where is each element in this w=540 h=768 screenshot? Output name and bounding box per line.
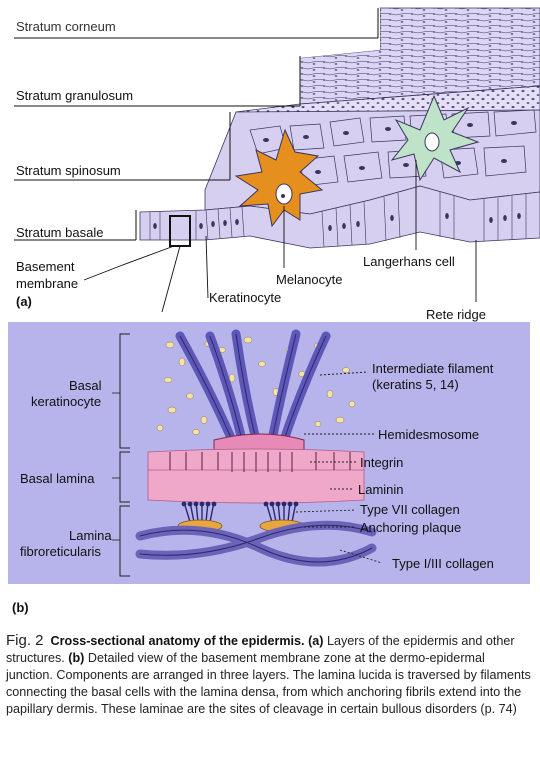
- type-i-iii-collagen-label: Type I/III collagen: [392, 556, 494, 571]
- lamina-fibroreticularis-label-2: fibroreticularis: [20, 544, 101, 559]
- langerhans-cell-label: Langerhans cell: [363, 254, 455, 269]
- rete-ridge-label: Rete ridge: [426, 307, 486, 322]
- intermediate-filament-label-1: Intermediate filament: [372, 361, 494, 376]
- panel-a-tag: (a): [16, 294, 32, 309]
- integrin-strands: [169, 452, 351, 472]
- intermediate-filament-label-2: (keratins 5, 14): [372, 377, 459, 392]
- basal-keratinocyte-label-1: Basal: [69, 378, 102, 393]
- stratum-corneum-label: Stratum corneum: [16, 19, 116, 34]
- anchoring-plaque-label: Anchoring plaque: [360, 520, 462, 535]
- caption-a-text: Layers of the epidermis and other struct…: [6, 634, 515, 665]
- caption-a-tag: (a): [308, 634, 324, 648]
- stratum-granulosum-label: Stratum granulosum: [16, 88, 134, 103]
- melanocyte-label: Melanocyte: [276, 272, 343, 287]
- basal-keratinocyte-label-2: keratinocyte: [31, 394, 102, 409]
- langerhans-cell: [390, 94, 480, 182]
- melanocyte-cell: [234, 128, 324, 228]
- panel-b-illustration: [112, 329, 383, 577]
- type-vii-collagen-label: Type VII collagen: [360, 502, 460, 517]
- hemidesmosome-label: Hemidesmosome: [378, 427, 480, 442]
- figure-number: Fig. 2: [6, 632, 44, 649]
- stratum-spinosum-label: Stratum spinosum: [16, 163, 121, 178]
- basal-lamina-label: Basal lamina: [20, 471, 95, 486]
- basement-membrane-label-1: Basement: [16, 259, 75, 274]
- lamina-fibroreticularis-label-1: Lamina: [69, 528, 112, 543]
- caption-title: Cross-sectional anatomy of the epidermis…: [50, 634, 305, 648]
- stratum-basale-label: Stratum basale: [16, 225, 104, 240]
- basement-membrane-label-2: membrane: [16, 276, 79, 291]
- panel-b-tag: (b): [12, 600, 29, 615]
- collagen-bundles: [135, 520, 377, 567]
- keratinocyte-label: Keratinocyte: [209, 290, 282, 305]
- stratum-granulosum-layer: [300, 8, 380, 58]
- caption-b-text: Detailed view of the basement membrane z…: [6, 651, 531, 716]
- integrin-label: Integrin: [360, 455, 404, 470]
- panel-a-illustration: [14, 7, 540, 313]
- caption-b-tag: (b): [68, 651, 85, 665]
- laminin-label: Laminin: [358, 482, 404, 497]
- figure-caption: Fig. 2 Cross-sectional anatomy of the ep…: [6, 632, 534, 718]
- hemidesmosome-shape: [213, 433, 305, 451]
